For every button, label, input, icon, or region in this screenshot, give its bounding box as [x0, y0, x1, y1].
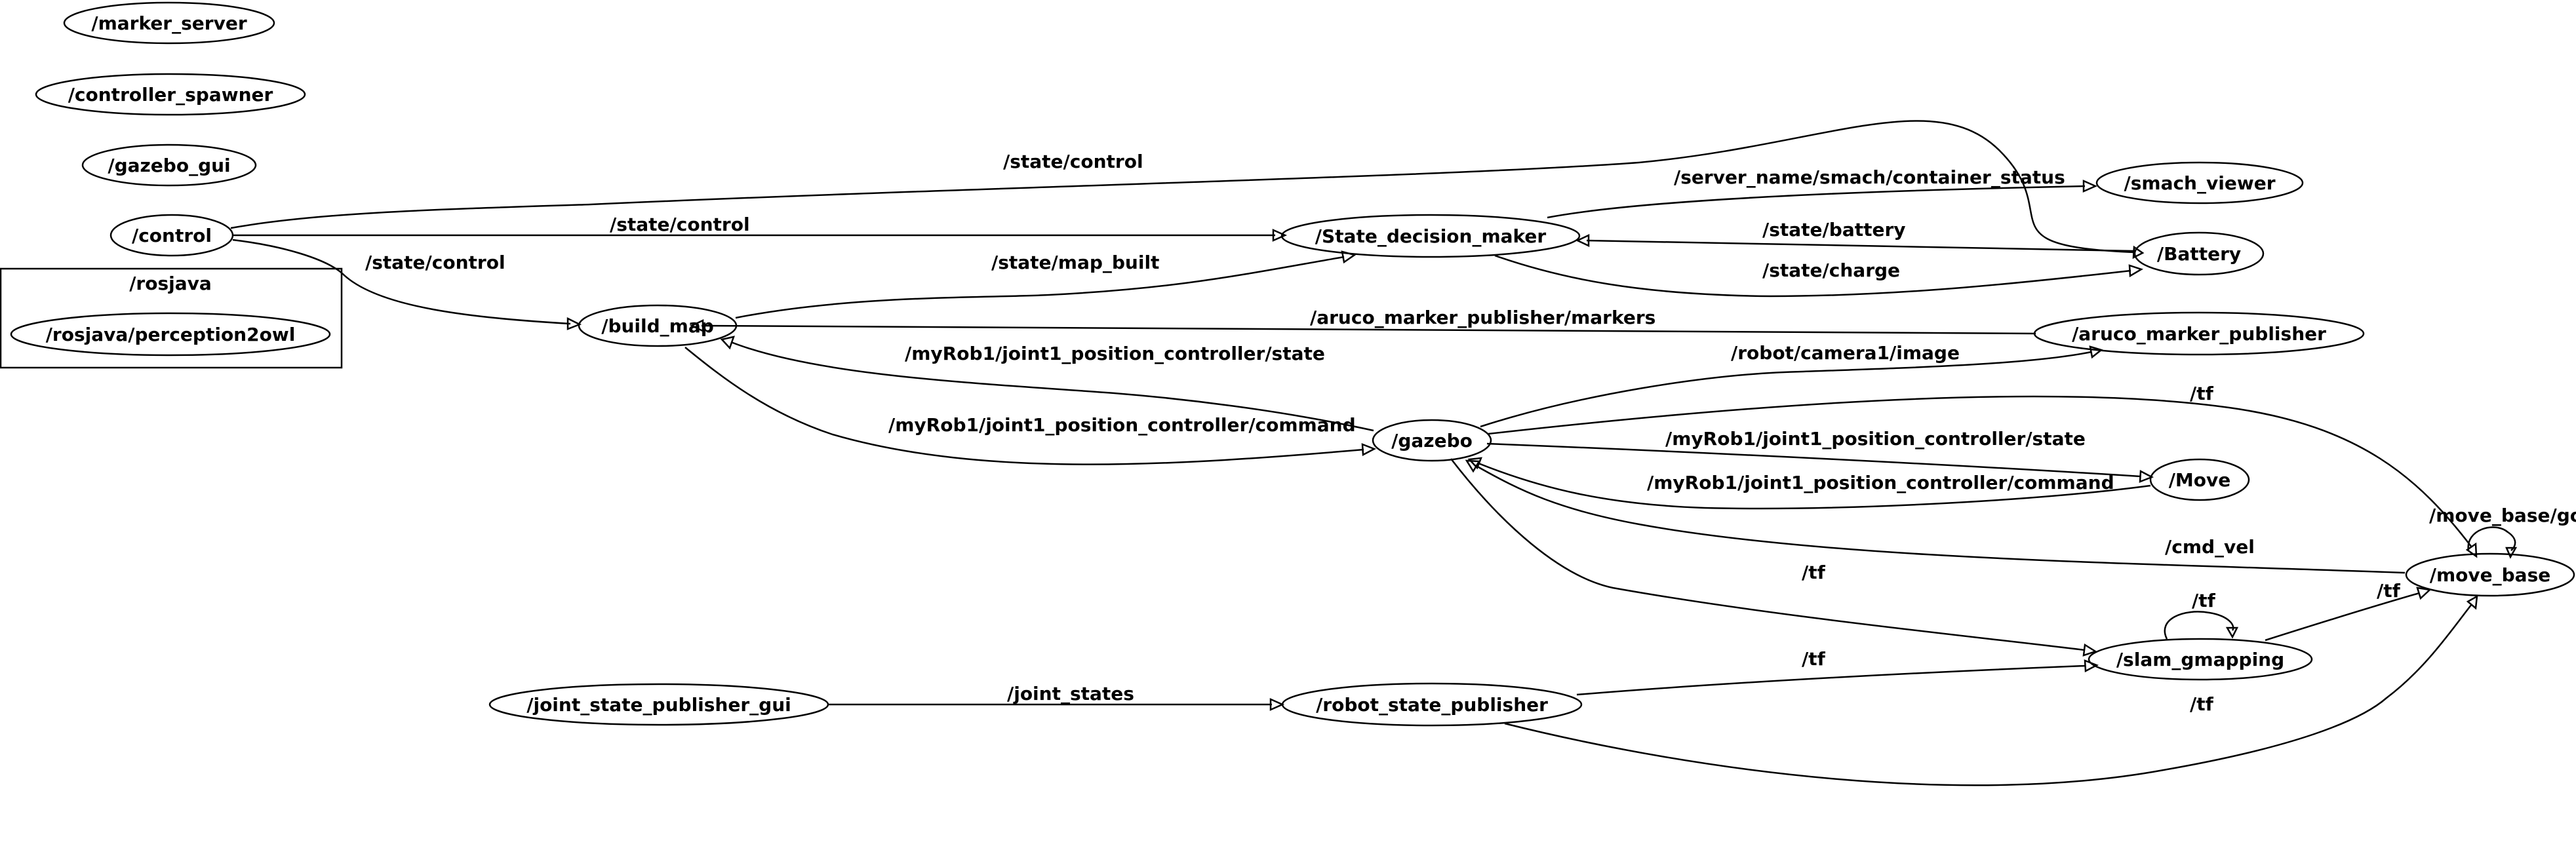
node-move[interactable]: /Move: [2149, 458, 2250, 501]
svg-text:/move_base: /move_base: [2430, 564, 2550, 586]
edge-move-base-to-gazebo[interactable]: /cmd_vel: [1465, 459, 2406, 574]
edge-gazebo-to-build-map[interactable]: /myRob1/joint1_position_controller/state: [720, 336, 1374, 432]
edge-label-camera-image: /robot/camera1/image: [1731, 342, 1960, 364]
node-controller-spawner[interactable]: /controller_spawner: [35, 73, 306, 116]
edge-rsp-to-move-base[interactable]: /tf: [1504, 594, 2478, 786]
edge-label-joint1-command-a: /myRob1/joint1_position_controller/comma…: [888, 414, 1356, 436]
edge-label-cmd-vel: /cmd_vel: [2165, 536, 2255, 558]
svg-text:/controller_spawner: /controller_spawner: [68, 84, 273, 106]
node-move-base[interactable]: /move_base: [2405, 552, 2575, 597]
node-slam-gmapping[interactable]: /slam_gmapping: [2088, 638, 2313, 681]
edge-label-state-control-top: /state/control: [1003, 151, 1143, 172]
edge-label-state-charge: /state/charge: [1762, 260, 1900, 281]
node-rosjava-perception2owl[interactable]: /rosjava/perception2owl: [10, 312, 331, 357]
edge-rsp-to-slam[interactable]: /tf: [1576, 648, 2099, 696]
edge-decision-to-battery[interactable]: /state/charge: [1494, 254, 2144, 298]
node-gazebo[interactable]: /gazebo: [1372, 419, 1492, 462]
edge-control-to-build-map[interactable]: /state/control: [232, 239, 582, 330]
svg-text:/joint_state_publisher_gui: /joint_state_publisher_gui: [526, 694, 791, 716]
svg-text:/Move: /Move: [2169, 469, 2231, 491]
edge-label-tf-e: /tf: [1802, 648, 1826, 670]
edge-build-map-to-decision[interactable]: /state/map_built: [735, 250, 1357, 319]
edge-label-state-control-low: /state/control: [365, 252, 505, 273]
node-gazebo-gui[interactable]: /gazebo_gui: [81, 144, 257, 187]
edge-slam-to-move-base[interactable]: /tf: [2265, 580, 2432, 642]
svg-text:/control: /control: [132, 225, 212, 246]
edge-label-state-map-built: /state/map_built: [991, 252, 1159, 273]
edge-label-joint1-command-b: /myRob1/joint1_position_controller/comma…: [1647, 472, 2114, 493]
svg-text:/Battery: /Battery: [2157, 243, 2241, 265]
edge-gazebo-to-aruco[interactable]: /robot/camera1/image: [1480, 342, 2103, 428]
node-robot-state-publisher[interactable]: /robot_state_publisher: [1281, 682, 1583, 727]
edge-label-aruco-markers: /aruco_marker_publisher/markers: [1310, 307, 1655, 328]
edge-move-to-gazebo[interactable]: /myRob1/joint1_position_controller/comma…: [1467, 457, 2151, 510]
edge-label-tf-f: /tf: [2190, 693, 2214, 715]
edge-gazebo-to-move-base[interactable]: /tf: [1488, 383, 2478, 558]
edge-label-state-control-mid: /state/control: [610, 214, 750, 235]
cluster-label-rosjava: /rosjava: [129, 273, 212, 294]
node-battery[interactable]: /Battery: [2133, 231, 2265, 276]
node-smach-viewer[interactable]: /smach_viewer: [2095, 161, 2304, 204]
node-control[interactable]: /control: [109, 214, 234, 257]
svg-text:/build_map: /build_map: [601, 315, 714, 337]
edge-battery-to-decision[interactable]: /state/battery: [1575, 219, 2135, 252]
edge-label-tf-b: /tf: [1802, 562, 1826, 583]
svg-text:/rosjava/perception2owl: /rosjava/perception2owl: [46, 324, 296, 345]
edge-gazebo-to-slam[interactable]: /tf: [1450, 458, 2097, 657]
edge-label-move-base-goal: /move_base/goal: [2429, 505, 2576, 526]
svg-text:/gazebo_gui: /gazebo_gui: [108, 155, 230, 176]
edge-slam-self-loop[interactable]: /tf: [2164, 590, 2239, 640]
edge-control-to-battery[interactable]: /state/control: [230, 120, 2145, 260]
edge-label-smach-status: /server_name/smach/container_status: [1674, 166, 2065, 188]
svg-text:/State_decision_maker: /State_decision_maker: [1315, 225, 1547, 247]
edge-move-base-self-loop[interactable]: /move_base/goal: [2429, 505, 2576, 559]
svg-text:/aruco_marker_publisher: /aruco_marker_publisher: [2072, 323, 2326, 345]
svg-text:/marker_server: /marker_server: [91, 12, 247, 34]
node-build-map[interactable]: /build_map: [578, 304, 738, 347]
edge-aruco-to-build-map[interactable]: /aruco_marker_publisher/markers: [690, 307, 2036, 335]
edge-jsp-to-rsp[interactable]: /joint_states: [829, 683, 1285, 711]
node-aruco-marker-publisher[interactable]: /aruco_marker_publisher: [2033, 311, 2365, 356]
edge-label-joint1-state-b: /myRob1/joint1_position_controller/state: [1665, 428, 2086, 450]
node-state-decision-maker[interactable]: /State_decision_maker: [1280, 214, 1581, 258]
edge-control-to-decision-maker[interactable]: /state/control: [233, 214, 1288, 242]
node-joint-state-publisher-gui[interactable]: /joint_state_publisher_gui: [488, 683, 829, 726]
cluster-rosjava: /rosjava: [0, 267, 343, 369]
svg-text:/smach_viewer: /smach_viewer: [2124, 172, 2276, 194]
edge-label-state-battery: /state/battery: [1762, 219, 1906, 241]
edge-label-joint-states: /joint_states: [1007, 683, 1134, 704]
svg-text:/slam_gmapping: /slam_gmapping: [2116, 649, 2284, 670]
edge-label-tf-c: /tf: [2192, 590, 2216, 611]
edge-decision-to-smach-viewer[interactable]: /server_name/smach/container_status: [1547, 166, 2098, 219]
edge-gazebo-to-move[interactable]: /myRob1/joint1_position_controller/state: [1486, 428, 2154, 483]
edge-label-tf-d: /tf: [2377, 580, 2401, 602]
svg-text:/gazebo: /gazebo: [1391, 430, 1473, 452]
node-marker-server[interactable]: /marker_server: [63, 1, 275, 45]
svg-text:/robot_state_publisher: /robot_state_publisher: [1316, 694, 1548, 716]
edge-label-joint1-state-a: /myRob1/joint1_position_controller/state: [905, 343, 1325, 364]
edge-build-map-to-gazebo[interactable]: /myRob1/joint1_position_controller/comma…: [684, 347, 1377, 465]
edge-label-tf-a: /tf: [2190, 383, 2214, 404]
